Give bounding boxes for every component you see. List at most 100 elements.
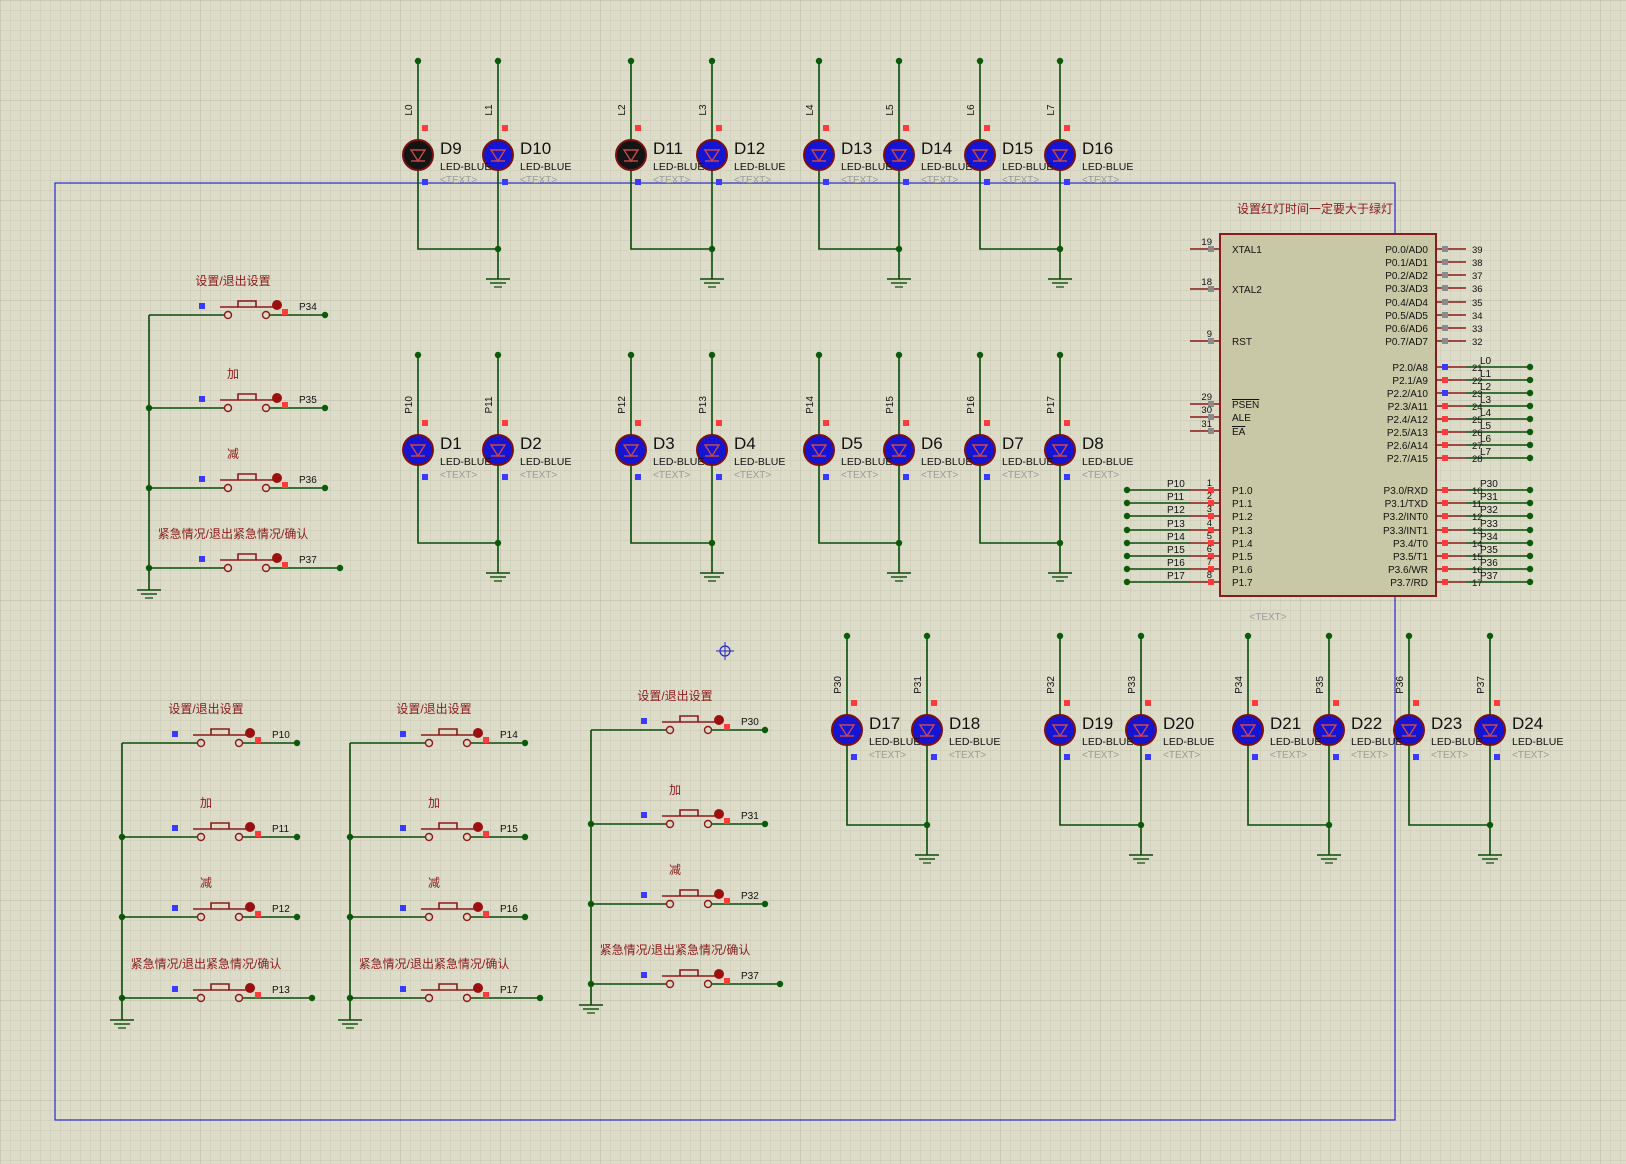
led-body[interactable] xyxy=(803,139,835,171)
led-text-placeholder: <TEXT> xyxy=(653,175,690,186)
led-net-label: P36 xyxy=(1395,676,1406,694)
led-type-label: LED-BLUE xyxy=(1082,456,1133,468)
led-d12[interactable] xyxy=(696,139,728,171)
pushbutton-p15[interactable] xyxy=(400,822,489,842)
led-d22[interactable] xyxy=(1313,714,1345,746)
junction-dot xyxy=(321,404,329,412)
led-ref-label: D20 xyxy=(1163,714,1194,733)
led-d21[interactable] xyxy=(1232,714,1264,746)
pushbutton-p16[interactable] xyxy=(400,902,489,922)
led-body[interactable] xyxy=(402,139,434,171)
switch-contact xyxy=(703,725,713,735)
pushbutton-p34[interactable] xyxy=(199,300,288,320)
led-body[interactable] xyxy=(911,714,943,746)
led-body[interactable] xyxy=(615,139,647,171)
ground-symbol-icon xyxy=(1048,269,1072,288)
pushbutton-p10[interactable] xyxy=(172,728,261,748)
led-d2[interactable] xyxy=(482,434,514,466)
led-d10[interactable] xyxy=(482,139,514,171)
led-body[interactable] xyxy=(1044,714,1076,746)
led-diode-icon xyxy=(489,444,507,458)
led-d1[interactable] xyxy=(402,434,434,466)
pin-marker xyxy=(724,724,730,730)
led-body[interactable] xyxy=(696,139,728,171)
led-d11[interactable] xyxy=(615,139,647,171)
ground-symbol-icon xyxy=(700,563,724,582)
pushbutton-p12[interactable] xyxy=(172,902,261,922)
led-type-label: LED-BLUE xyxy=(520,161,571,173)
led-body[interactable] xyxy=(803,434,835,466)
led-body[interactable] xyxy=(615,434,647,466)
mcu-pin-number: 9 xyxy=(1207,329,1212,340)
mcu-pin-name: P3.2/INT0 xyxy=(1383,512,1428,523)
led-body[interactable] xyxy=(883,434,915,466)
led-d20[interactable] xyxy=(1125,714,1157,746)
led-d18[interactable] xyxy=(911,714,943,746)
led-body[interactable] xyxy=(1125,714,1157,746)
mcu-net-label: P12 xyxy=(1167,505,1185,516)
junction-dot xyxy=(1526,552,1534,560)
pushbutton-p32[interactable] xyxy=(641,889,730,909)
led-body[interactable] xyxy=(1232,714,1264,746)
led-body[interactable] xyxy=(402,434,434,466)
pushbutton-p13[interactable] xyxy=(172,983,261,1003)
pushbutton-p17[interactable] xyxy=(400,983,489,1003)
led-d13[interactable] xyxy=(803,139,835,171)
led-d4[interactable] xyxy=(696,434,728,466)
led-body[interactable] xyxy=(1393,714,1425,746)
junction-dot xyxy=(815,351,823,359)
led-body[interactable] xyxy=(1474,714,1506,746)
led-d5[interactable] xyxy=(803,434,835,466)
pin-marker xyxy=(1494,700,1500,706)
button-label: 紧急情况/退出紧急情况/确认 xyxy=(359,956,510,971)
button-net-label: P17 xyxy=(500,985,518,996)
led-diode-icon xyxy=(1051,149,1069,163)
led-d19[interactable] xyxy=(1044,714,1076,746)
led-body[interactable] xyxy=(883,139,915,171)
led-body[interactable] xyxy=(831,714,863,746)
led-body[interactable] xyxy=(482,139,514,171)
led-d7[interactable] xyxy=(964,434,996,466)
pushbutton-p37[interactable] xyxy=(199,553,288,573)
led-ref-label: D9 xyxy=(440,139,462,158)
pushbutton-p37[interactable] xyxy=(641,969,730,989)
led-body[interactable] xyxy=(1044,139,1076,171)
pin-marker xyxy=(823,474,829,480)
junction-dot xyxy=(1123,565,1131,573)
led-body[interactable] xyxy=(964,139,996,171)
pin-marker xyxy=(1333,700,1339,706)
led-d24[interactable] xyxy=(1474,714,1506,746)
led-d15[interactable] xyxy=(964,139,996,171)
led-body[interactable] xyxy=(696,434,728,466)
pushbutton-p11[interactable] xyxy=(172,822,261,842)
led-d3[interactable] xyxy=(615,434,647,466)
pushbutton-p36[interactable] xyxy=(199,473,288,493)
led-d8[interactable] xyxy=(1044,434,1076,466)
pin-marker xyxy=(716,474,722,480)
led-d16[interactable] xyxy=(1044,139,1076,171)
led-d17[interactable] xyxy=(831,714,863,746)
led-body[interactable] xyxy=(1044,434,1076,466)
junction-dot xyxy=(1526,363,1534,371)
led-d6[interactable] xyxy=(883,434,915,466)
pin-marker xyxy=(931,754,937,760)
led-d23[interactable] xyxy=(1393,714,1425,746)
led-body[interactable] xyxy=(482,434,514,466)
pin-marker xyxy=(1442,416,1448,422)
led-net-label: P32 xyxy=(1046,676,1057,694)
mcu-pin-number: 11 xyxy=(1472,499,1482,510)
mcu-pin-number: 30 xyxy=(1201,405,1212,416)
led-d9[interactable] xyxy=(402,139,434,171)
led-body[interactable] xyxy=(964,434,996,466)
mcu-body[interactable] xyxy=(1219,233,1437,597)
led-ref-label: D6 xyxy=(921,434,943,453)
led-d14[interactable] xyxy=(883,139,915,171)
mcu-pin-number: 17 xyxy=(1472,578,1483,589)
pushbutton-p14[interactable] xyxy=(400,728,489,748)
pushbutton-p35[interactable] xyxy=(199,393,288,413)
switch-contact xyxy=(424,738,434,748)
pushbutton-p31[interactable] xyxy=(641,809,730,829)
led-body[interactable] xyxy=(1313,714,1345,746)
pushbutton-p30[interactable] xyxy=(641,715,730,735)
